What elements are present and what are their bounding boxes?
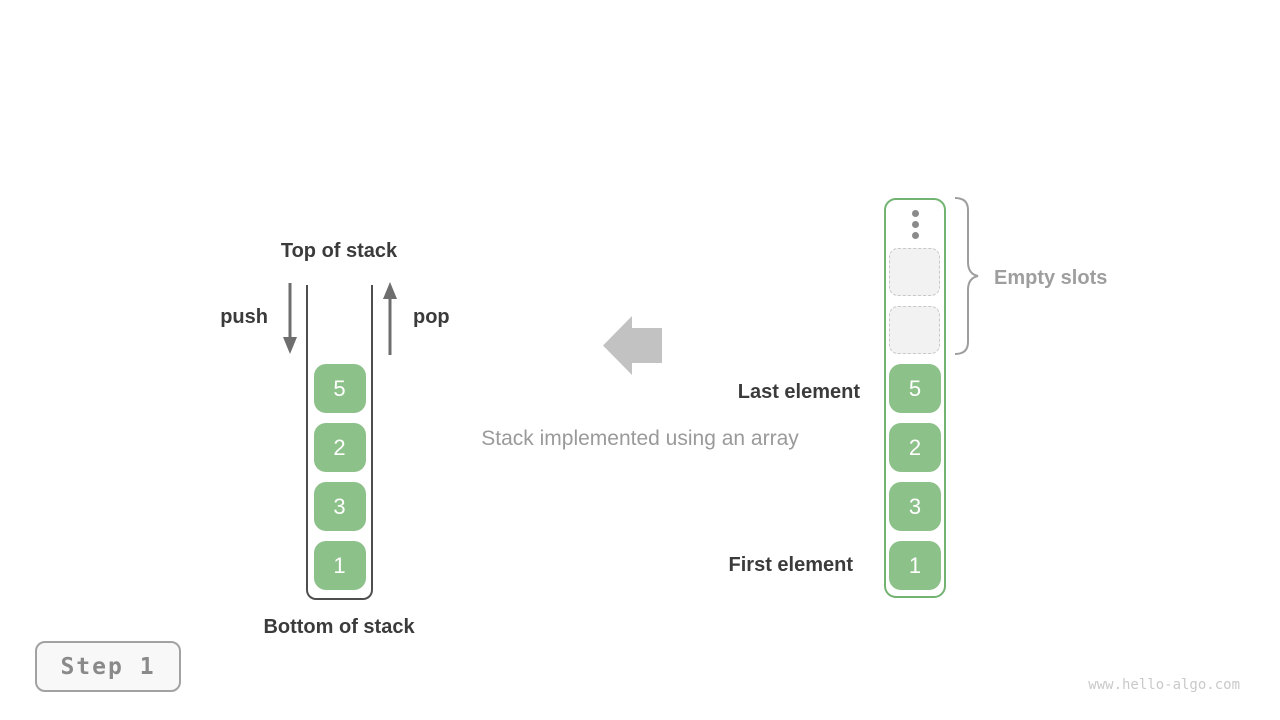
array-cell: 5: [889, 364, 941, 413]
array-cell: 1: [889, 541, 941, 590]
array-cell: 3: [889, 482, 941, 531]
watermark: www.hello-algo.com: [1088, 677, 1240, 693]
stack-cell: 2: [313, 423, 366, 472]
ellipsis-icon: [886, 210, 944, 239]
last-element-label: Last element: [737, 381, 860, 403]
stack-container: 5 2 3 1: [306, 285, 373, 600]
bottom-of-stack-label: Bottom of stack: [263, 616, 415, 638]
caption: Stack implemented using an array: [481, 427, 799, 450]
array-cell: 2: [889, 423, 941, 472]
top-of-stack-label: Top of stack: [280, 240, 398, 262]
step-badge: Step 1: [35, 641, 181, 692]
push-down-arrow-icon: [283, 283, 297, 354]
curly-brace-icon: [954, 197, 979, 355]
stack-cell: 1: [313, 541, 366, 590]
first-element-label: First element: [728, 554, 853, 576]
empty-slot: [889, 248, 940, 296]
pop-up-arrow-icon: [383, 282, 397, 355]
empty-slot: [889, 306, 940, 354]
pop-label: pop: [413, 306, 450, 328]
push-label: push: [220, 306, 268, 328]
stack-cell: 5: [313, 364, 366, 413]
left-block-arrow-icon: [603, 316, 662, 375]
array-container: 5 2 3 1: [884, 198, 946, 598]
stack-cell: 3: [313, 482, 366, 531]
empty-slots-label: Empty slots: [994, 267, 1108, 289]
